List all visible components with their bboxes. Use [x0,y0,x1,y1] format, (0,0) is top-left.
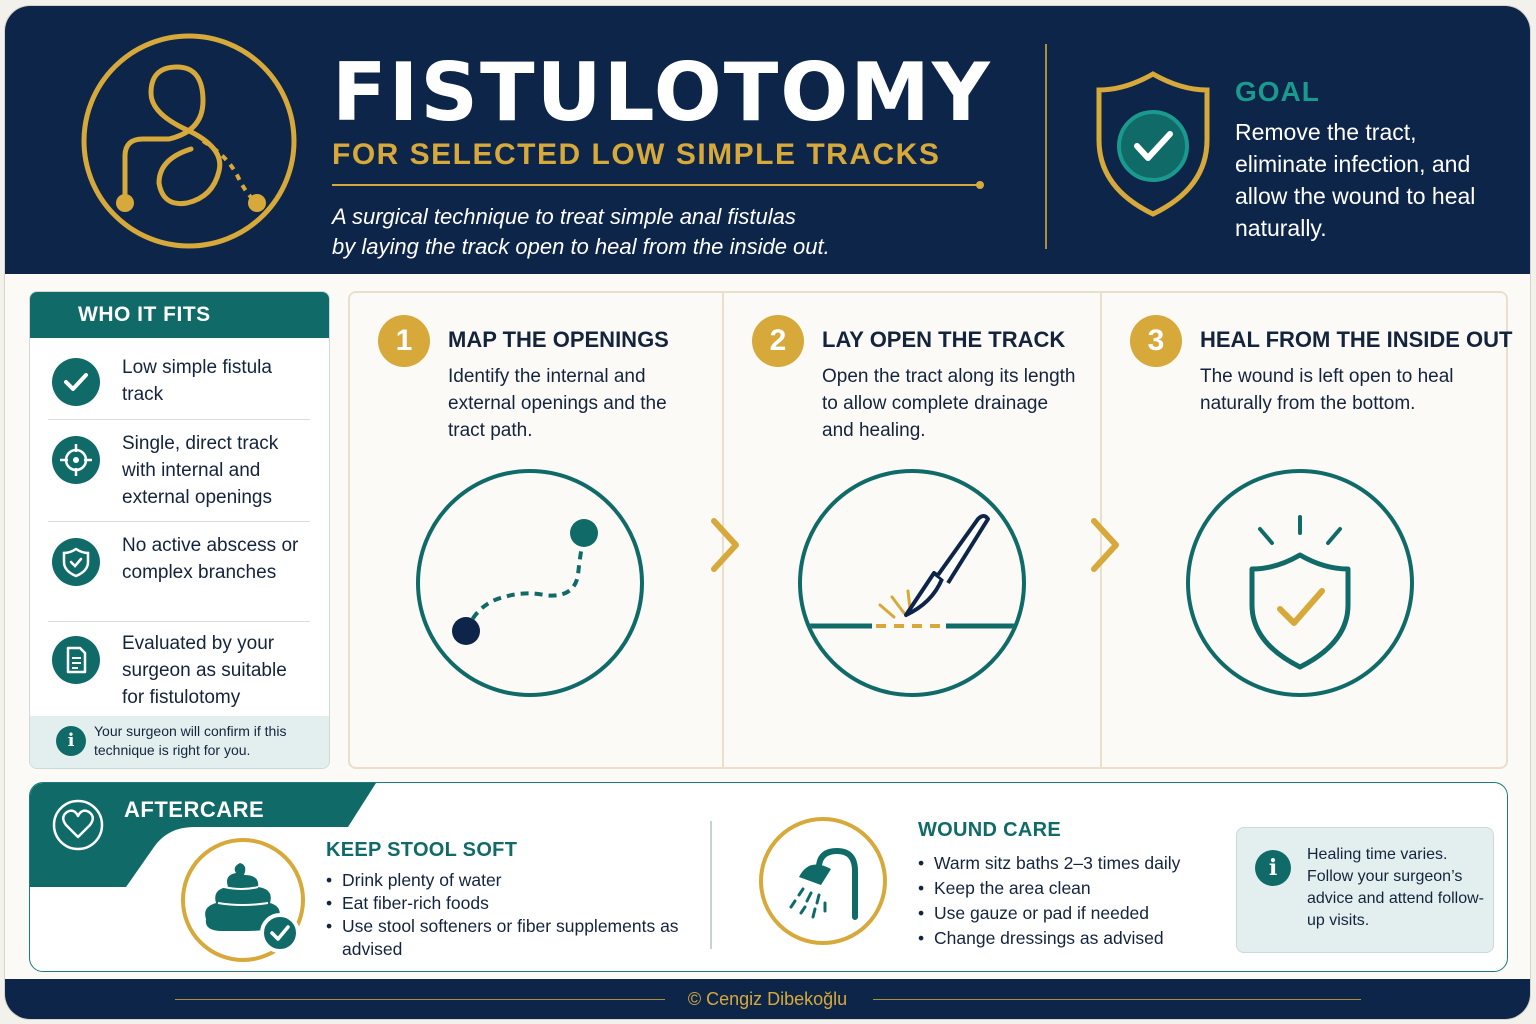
step-description: Identify the internal and external openi… [448,366,667,441]
wound-care-title: WOUND CARE [918,819,1061,841]
who-it-fits-note-text: Your surgeon will confirm if this techni… [94,723,287,758]
list-item: Drink plenty of water [326,869,686,892]
list-item: Change dressings as advised [918,926,1218,951]
header-divider [1045,44,1047,249]
list-item: Use gauze or pad if needed [918,901,1218,926]
step-3: 3 HEAL FROM THE INSIDE OUT The wound is … [1102,293,1513,767]
keep-stool-soft-list: Drink plenty of water Eat fiber-rich foo… [326,869,686,961]
footer: © Cengiz Dibekoğlu [5,979,1530,1019]
goal-label: GOAL [1235,76,1320,107]
shower-icon [759,817,887,945]
healing-time-note: i Healing time varies. Follow your surge… [1236,827,1494,953]
tagline: A surgical technique to treat simple ana… [332,202,932,262]
step-description: Open the tract along its length to allow… [822,366,1076,441]
chevron-right-icon [1091,518,1119,572]
tagline-line-1: A surgical technique to treat simple ana… [332,204,796,229]
wound-care-list: Warm sitz baths 2–3 times daily Keep the… [918,851,1218,951]
goal-shield-icon [1096,71,1210,217]
keep-stool-soft-title: KEEP STOOL SOFT [326,839,518,861]
footer-credit: © Cengiz Dibekoğlu [687,989,848,1009]
header: FISTULOTOMY FOR SELECTED LOW SIMPLE TRAC… [5,6,1530,274]
tagline-line-2: by laying the track open to heal from th… [332,234,830,259]
check-icon [52,358,100,406]
step-2: 2 LAY OPEN THE TRACK Open the tract alon… [724,293,1119,767]
list-item: Keep the area clean [918,876,1218,901]
shield-check-icon [52,538,100,586]
fit-item-single-track: Single, direct track with internal and e… [48,420,310,522]
who-it-fits-panel: WHO IT FITS Low simple fistula track Sin… [29,291,330,769]
aftercare-divider [710,821,712,949]
goal-text: Remove the tract, eliminate infection, a… [1235,119,1476,241]
info-icon: i [56,726,86,756]
fistula-logo-icon [81,33,297,249]
title-divider [332,181,984,189]
list-item: Use stool softeners or fiber supplements… [326,915,686,961]
who-it-fits-title: WHO IT FITS [30,292,329,338]
scalpel-icon [798,469,1026,697]
footer-rule [175,999,665,1000]
footer-rule [873,999,1361,1000]
info-icon: i [1255,850,1291,886]
fit-item-no-abscess: No active abscess or complex branches [48,522,310,622]
list-item: Warm sitz baths 2–3 times daily [918,851,1218,876]
procedure-steps: 1 MAP THE OPENINGS Identify the internal… [348,291,1513,769]
fit-item-evaluated: Evaluated by your surgeon as suitable fo… [48,622,310,716]
fit-item-text: Low simple fistula track [122,357,272,405]
step-title: LAY OPEN THE TRACK [822,327,1066,352]
healing-time-note-text: Healing time varies. Follow your surgeon… [1307,846,1484,929]
fistula-path-icon [416,469,644,697]
list-item: Eat fiber-rich foods [326,892,686,915]
aftercare-panel: AFTERCARE KEEP STOOL SOFT Drink plenty o… [29,782,1508,972]
target-icon [52,436,100,484]
step-number: 2 [752,315,804,367]
healing-shield-icon [1186,469,1414,697]
fit-item-text: No active abscess or complex branches [122,535,299,583]
step-number: 1 [378,315,430,367]
aftercare-title: AFTERCARE [124,797,265,822]
page-subtitle: FOR SELECTED LOW SIMPLE TRACKS [332,138,941,171]
fit-item-text: Evaluated by your surgeon as suitable fo… [122,633,287,708]
infographic-page: FISTULOTOMY FOR SELECTED LOW SIMPLE TRAC… [4,5,1531,1020]
chevron-right-icon [711,518,739,572]
stool-icon [181,838,305,962]
step-number: 3 [1130,315,1182,367]
fit-item-text: Single, direct track with internal and e… [122,433,279,508]
fit-item-low-simple: Low simple fistula track [48,344,310,420]
step-1: 1 MAP THE OPENINGS Identify the internal… [350,293,739,767]
step-description: The wound is left open to heal naturally… [1200,366,1454,414]
step-title: MAP THE OPENINGS [448,327,669,352]
who-it-fits-note: i Your surgeon will confirm if this tech… [30,716,329,768]
aftercare-tab [30,783,376,887]
document-icon [52,636,100,684]
step-title: HEAL FROM THE INSIDE OUT [1200,327,1513,352]
page-title: FISTULOTOMY [332,46,992,139]
